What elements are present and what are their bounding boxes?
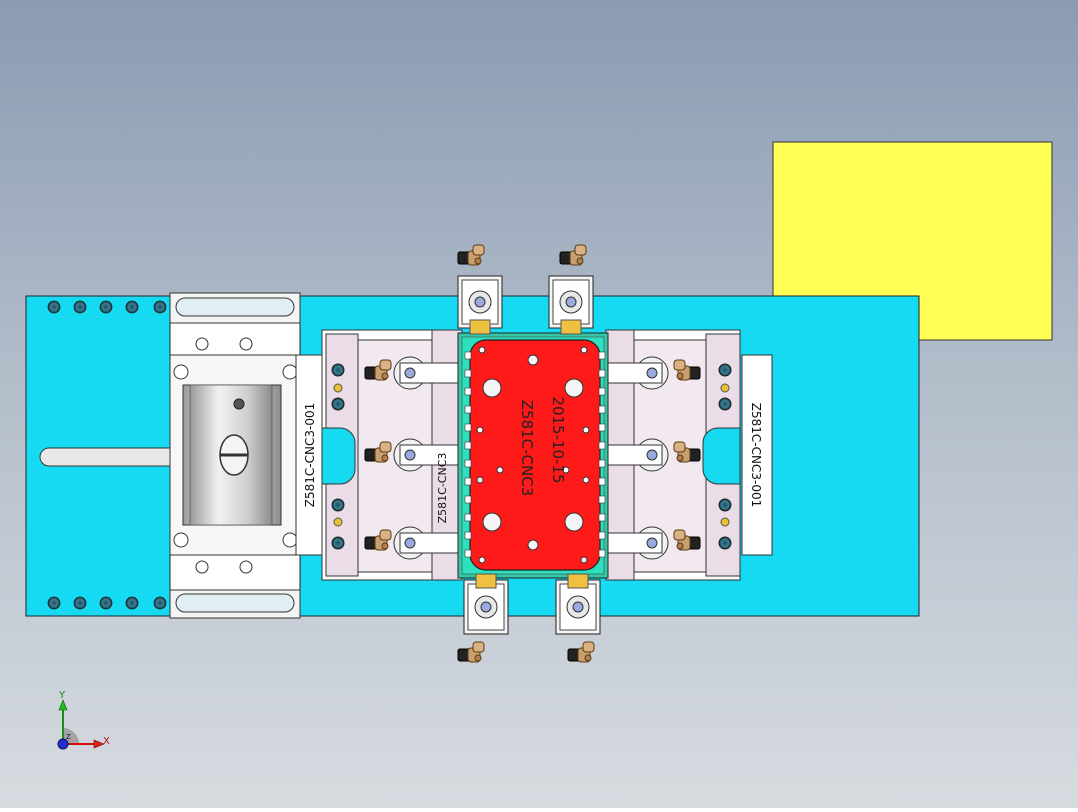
air-fitting-icon <box>457 244 485 266</box>
bolt-hole-icon <box>125 300 139 314</box>
workpiece-hole <box>527 539 539 551</box>
bolt-hole-icon <box>153 596 167 610</box>
workpiece-hole <box>478 346 486 354</box>
label-part-right: Z581C-CNC3-001 <box>749 403 763 507</box>
vertical-clamp <box>457 573 509 663</box>
workpiece-hole <box>527 354 539 366</box>
air-fitting-icon <box>559 244 587 266</box>
bolt-hole-icon <box>99 300 113 314</box>
workpiece-hole <box>562 466 570 474</box>
label-part-left: Z581C-CNC3-001 <box>303 403 317 507</box>
air-fitting-icon <box>364 441 392 463</box>
workpiece-hole <box>580 346 588 354</box>
label-fixture-id: Z581C-CNC3 <box>436 453 449 524</box>
air-fitting-icon <box>457 641 485 663</box>
bolt-hole-icon <box>47 596 61 610</box>
workpiece-hole <box>476 476 484 484</box>
air-fitting-icon <box>673 441 701 463</box>
label-date-stamp: 2015-10-15 <box>549 396 567 483</box>
workpiece-hole <box>496 466 504 474</box>
workpiece-holes <box>464 346 606 564</box>
left-clamp-cylinder <box>169 292 323 619</box>
vertical-clamp <box>457 244 503 335</box>
workpiece-hole <box>582 476 590 484</box>
vertical-clamp <box>548 244 594 335</box>
label-work-id: Z581C-CNC3 <box>518 400 536 497</box>
workpiece-hole <box>482 378 502 398</box>
bolt-hole-icon <box>47 300 61 314</box>
workpiece-hole <box>476 426 484 434</box>
vertical-clamp <box>555 573 601 663</box>
workpiece-hole <box>580 556 588 564</box>
air-fitting-icon <box>364 359 392 381</box>
workpiece-hole <box>564 378 584 398</box>
air-fitting-icon <box>673 529 701 551</box>
air-fitting-icon <box>364 529 392 551</box>
axis-x-label: X <box>103 736 110 747</box>
air-fitting-icon <box>567 641 595 663</box>
bolt-hole-icon <box>99 596 113 610</box>
bolt-hole-icon <box>153 300 167 314</box>
axis-triad-icon: Y X Z <box>57 690 110 750</box>
side-swing-clamps <box>364 356 701 560</box>
bolt-hole-icon <box>73 596 87 610</box>
vertical-clamps <box>457 244 601 663</box>
workpiece-assembly <box>457 332 609 579</box>
workpiece-hole <box>478 556 486 564</box>
workpiece-hole <box>582 426 590 434</box>
workpiece-hole <box>564 512 584 532</box>
axis-z-label: Z <box>66 733 71 741</box>
air-fitting-icon <box>673 359 701 381</box>
bolt-hole-icon <box>125 596 139 610</box>
workpiece-hole <box>482 512 502 532</box>
bolt-hole-icon <box>73 300 87 314</box>
axis-y-label: Y <box>58 690 66 701</box>
